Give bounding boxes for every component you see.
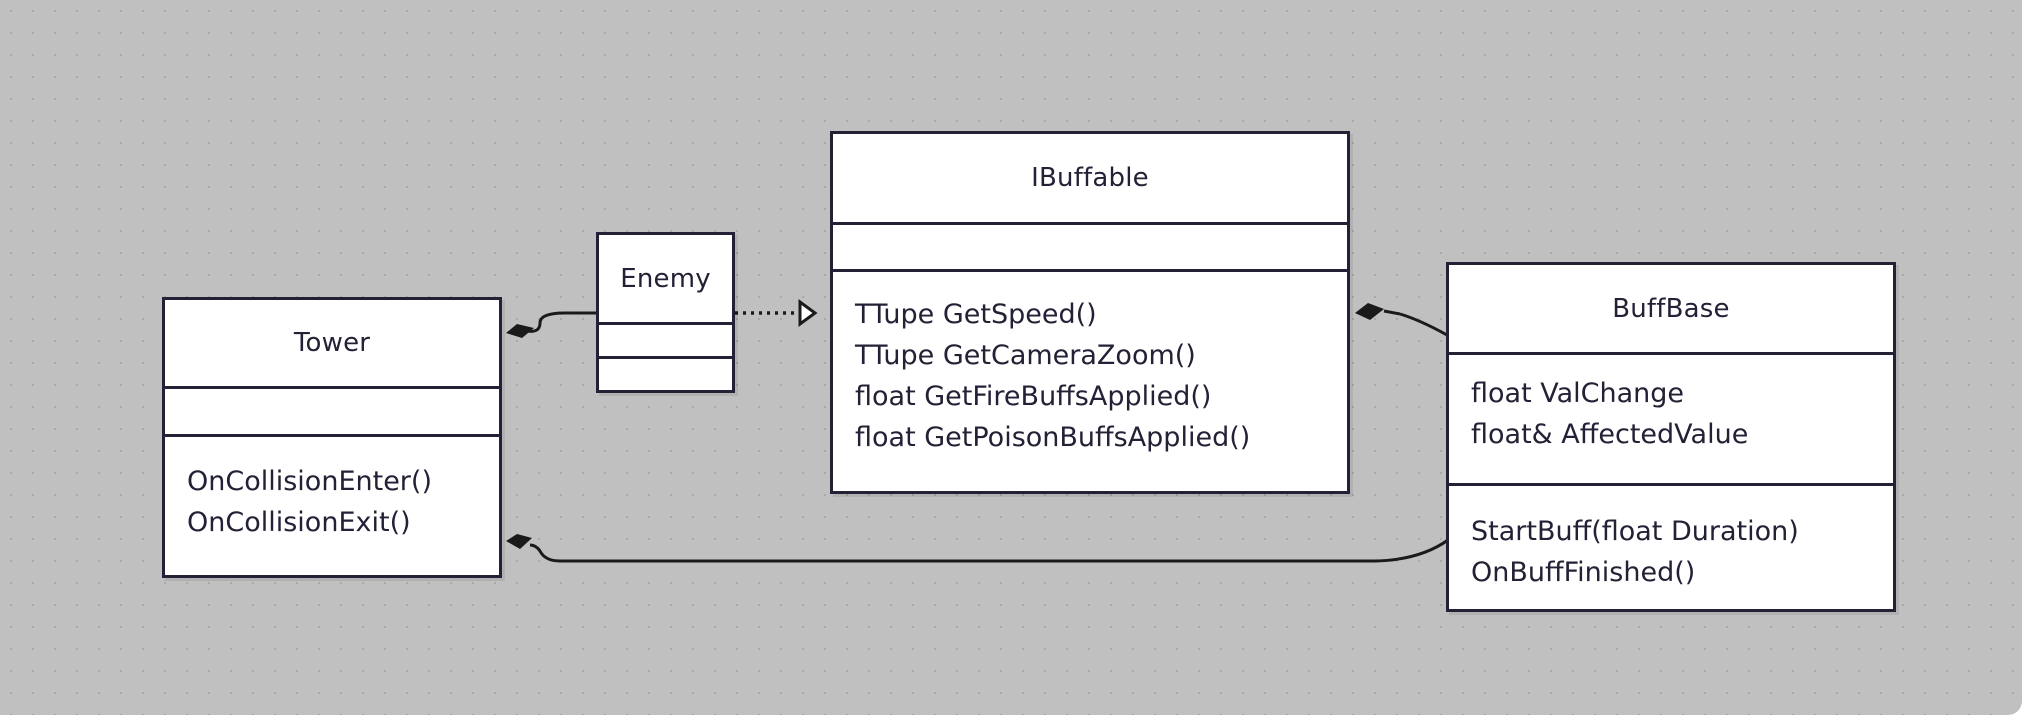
class-name: Tower: [165, 300, 499, 389]
attributes-section: [599, 325, 732, 359]
class-enemy[interactable]: Enemy: [596, 232, 735, 393]
class-name: Enemy: [599, 235, 732, 325]
class-tower[interactable]: Tower OnCollisionEnter() OnCollisionExit…: [162, 297, 502, 578]
attributes-section: [833, 225, 1347, 272]
class-name: IBuffable: [833, 134, 1347, 225]
methods-section: StartBuff(float Duration) OnBuffFinished…: [1449, 486, 1893, 593]
class-name: BuffBase: [1449, 265, 1893, 355]
method: StartBuff(float Duration): [1471, 516, 1799, 547]
methods-section: OnCollisionEnter() OnCollisionExit(): [165, 437, 499, 543]
method: OnBuffFinished(): [1471, 557, 1696, 588]
attribute: float ValChange: [1471, 378, 1685, 409]
method: TTupe GetCameraZoom(): [855, 340, 1196, 371]
attributes-section: [165, 389, 499, 437]
class-ibuffable[interactable]: IBuffable TTupe GetSpeed() TTupe GetCame…: [830, 131, 1350, 494]
method: float GetPoisonBuffsApplied(): [855, 422, 1251, 453]
methods-section: TTupe GetSpeed() TTupe GetCameraZoom() f…: [833, 272, 1347, 458]
method: float GetFireBuffsApplied(): [855, 381, 1212, 412]
method: TTupe GetSpeed(): [855, 299, 1097, 330]
class-buffbase[interactable]: BuffBase float ValChange float& Affected…: [1446, 262, 1896, 612]
method: OnCollisionExit(): [187, 507, 411, 538]
attribute: float& AffectedValue: [1471, 419, 1749, 450]
method: OnCollisionEnter(): [187, 466, 432, 497]
methods-section: [599, 359, 732, 390]
attributes-section: float ValChange float& AffectedValue: [1449, 355, 1893, 486]
